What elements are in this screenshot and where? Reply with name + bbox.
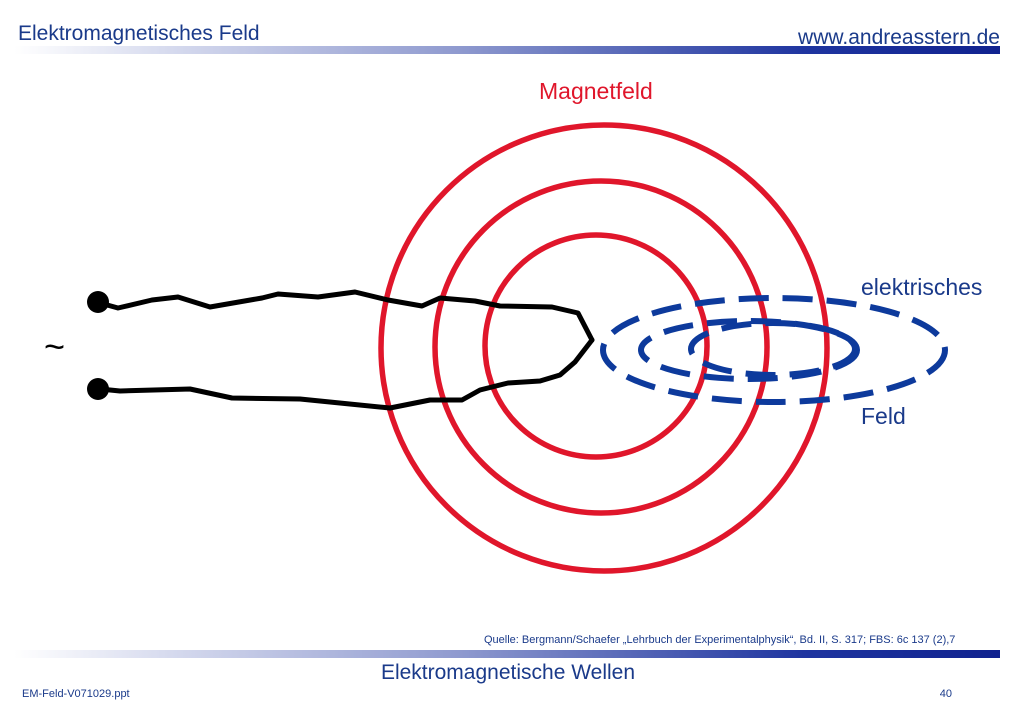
slide-title: Elektromagnetisches Feld <box>18 22 260 45</box>
electric-loop-outer <box>600 295 948 405</box>
electric-field-label-line2: Feld <box>861 403 906 429</box>
terminal-top-dot <box>87 291 109 313</box>
magnetic-ring-inner <box>482 232 710 460</box>
ac-source-symbol: ~ <box>44 326 66 367</box>
electric-field-label-line1: elektrisches <box>861 274 983 300</box>
website-url[interactable]: www.andreasstern.de <box>798 26 1000 49</box>
file-name: EM-Feld-V071029.ppt <box>22 688 130 700</box>
antenna-wire <box>97 289 595 411</box>
terminal-bottom-dot <box>87 378 109 400</box>
footer-title: Elektromagnetische Wellen <box>380 661 636 684</box>
page-number: 40 <box>939 688 952 700</box>
magnetic-ring-outer <box>378 122 830 574</box>
footer-divider <box>14 650 1000 658</box>
magnetic-field-rings <box>378 122 830 574</box>
wire-lower <box>97 337 595 411</box>
magnetic-field-label: Magnetfeld <box>539 78 653 104</box>
electric-loop-inner <box>688 320 858 378</box>
magnetic-ring-middle <box>432 178 770 516</box>
wire-upper <box>97 289 595 343</box>
electric-field-loops <box>600 295 948 405</box>
header-divider <box>14 46 1000 54</box>
source-citation: Quelle: Bergmann/Schaefer „Lehrbuch der … <box>484 634 956 646</box>
